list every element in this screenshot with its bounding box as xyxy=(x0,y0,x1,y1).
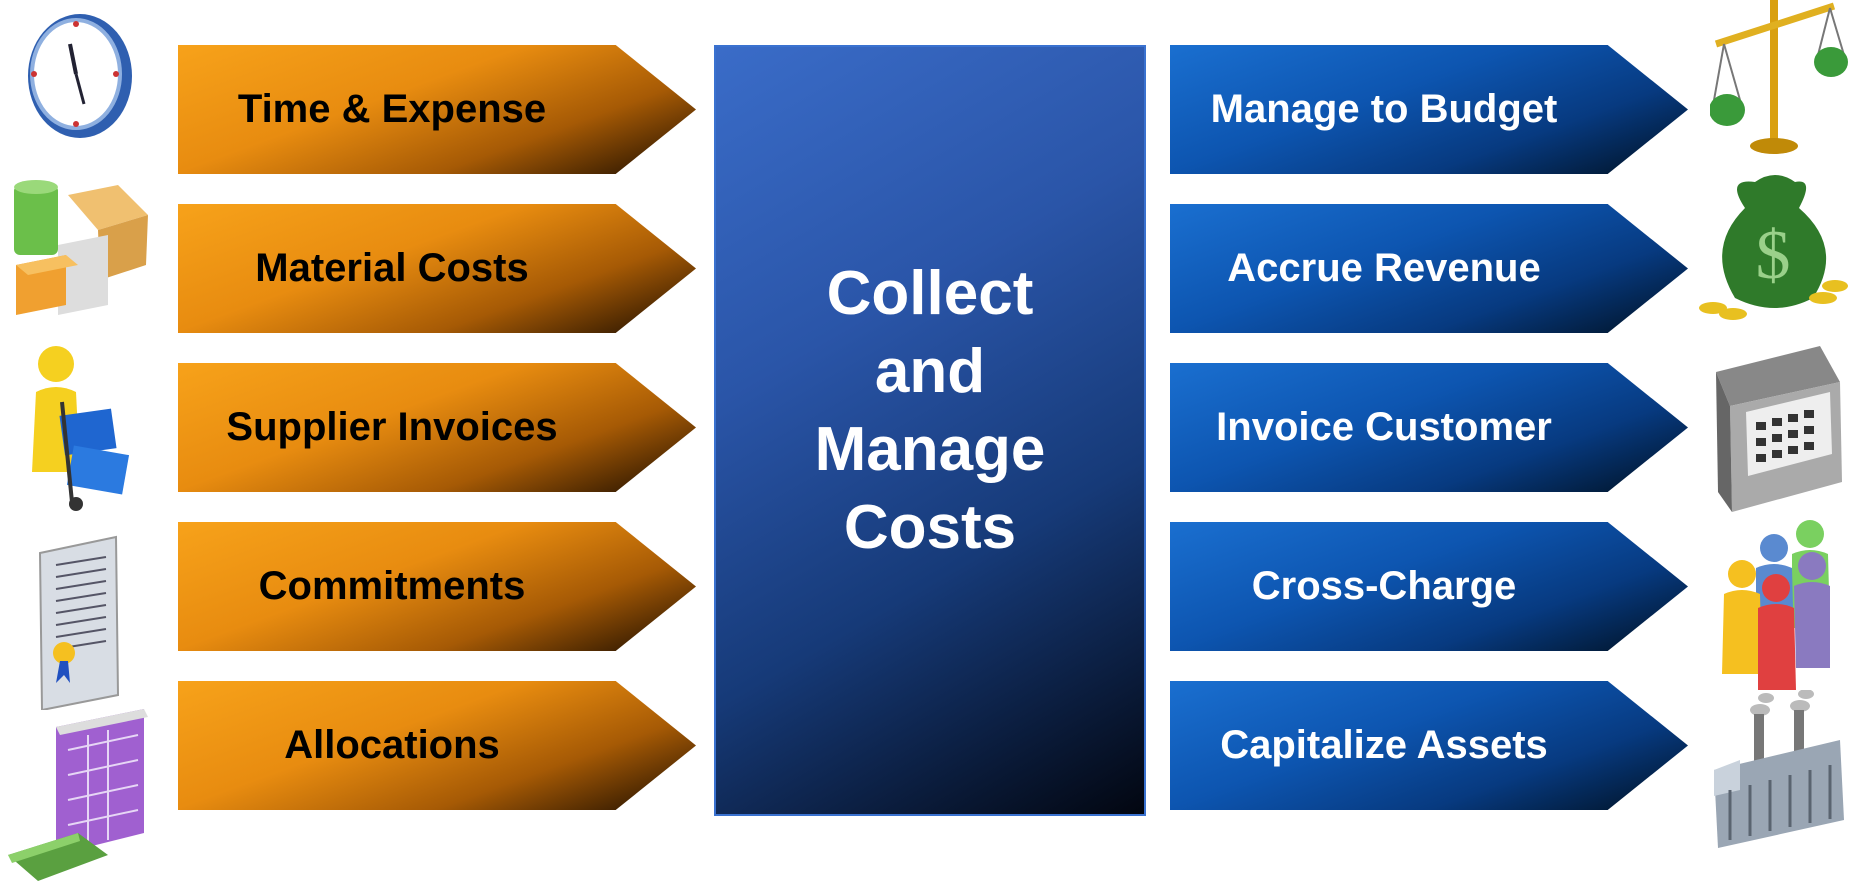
arrow-cross-charge: Cross-Charge xyxy=(1170,522,1688,651)
arrow-label: Commitments xyxy=(258,564,526,608)
center-line: Collect xyxy=(826,258,1034,328)
arrow-supplier-invoices: Supplier Invoices xyxy=(178,363,696,492)
arrow-label: Accrue Revenue xyxy=(1227,246,1541,290)
clock-icon xyxy=(28,14,132,138)
arrow-capitalize-assets: Capitalize Assets xyxy=(1170,681,1688,810)
arrow-invoice-customer: Invoice Customer xyxy=(1170,363,1688,492)
delivery-person-icon xyxy=(32,346,130,511)
money-bag-icon: $ xyxy=(1699,175,1848,320)
arrow-allocations: Allocations xyxy=(178,681,696,810)
cash-register-icon xyxy=(1716,346,1842,512)
arrow-label: Invoice Customer xyxy=(1216,405,1552,449)
arrow-label: Material Costs xyxy=(255,246,529,290)
arrow-time-expense: Time & Expense xyxy=(178,45,696,174)
arrow-manage-to-budget: Manage to Budget xyxy=(1170,45,1688,174)
arrow-label: Supplier Invoices xyxy=(226,405,558,449)
center-line: Costs xyxy=(843,492,1017,562)
svg-text:$: $ xyxy=(1756,217,1791,294)
arrow-label: Manage to Budget xyxy=(1210,87,1558,131)
center-line: and xyxy=(874,336,986,406)
arrow-label: Cross-Charge xyxy=(1251,564,1517,608)
contract-document-icon xyxy=(38,535,120,710)
people-icon xyxy=(1722,520,1830,690)
materials-icon xyxy=(14,180,148,315)
center-title: Collect and Manage Costs xyxy=(815,255,1046,567)
arrow-label: Allocations xyxy=(284,723,500,767)
factory-icon xyxy=(1714,690,1844,848)
arrow-material-costs: Material Costs xyxy=(178,204,696,333)
arrow-label: Time & Expense xyxy=(237,87,547,131)
center-line: Manage xyxy=(814,414,1046,484)
scale-icon xyxy=(1710,0,1848,154)
calendar-money-icon xyxy=(8,709,148,881)
arrow-commitments: Commitments xyxy=(178,522,696,651)
arrow-label: Capitalize Assets xyxy=(1220,723,1548,767)
arrow-accrue-revenue: Accrue Revenue xyxy=(1170,204,1688,333)
center-box: Collect and Manage Costs xyxy=(714,45,1146,816)
